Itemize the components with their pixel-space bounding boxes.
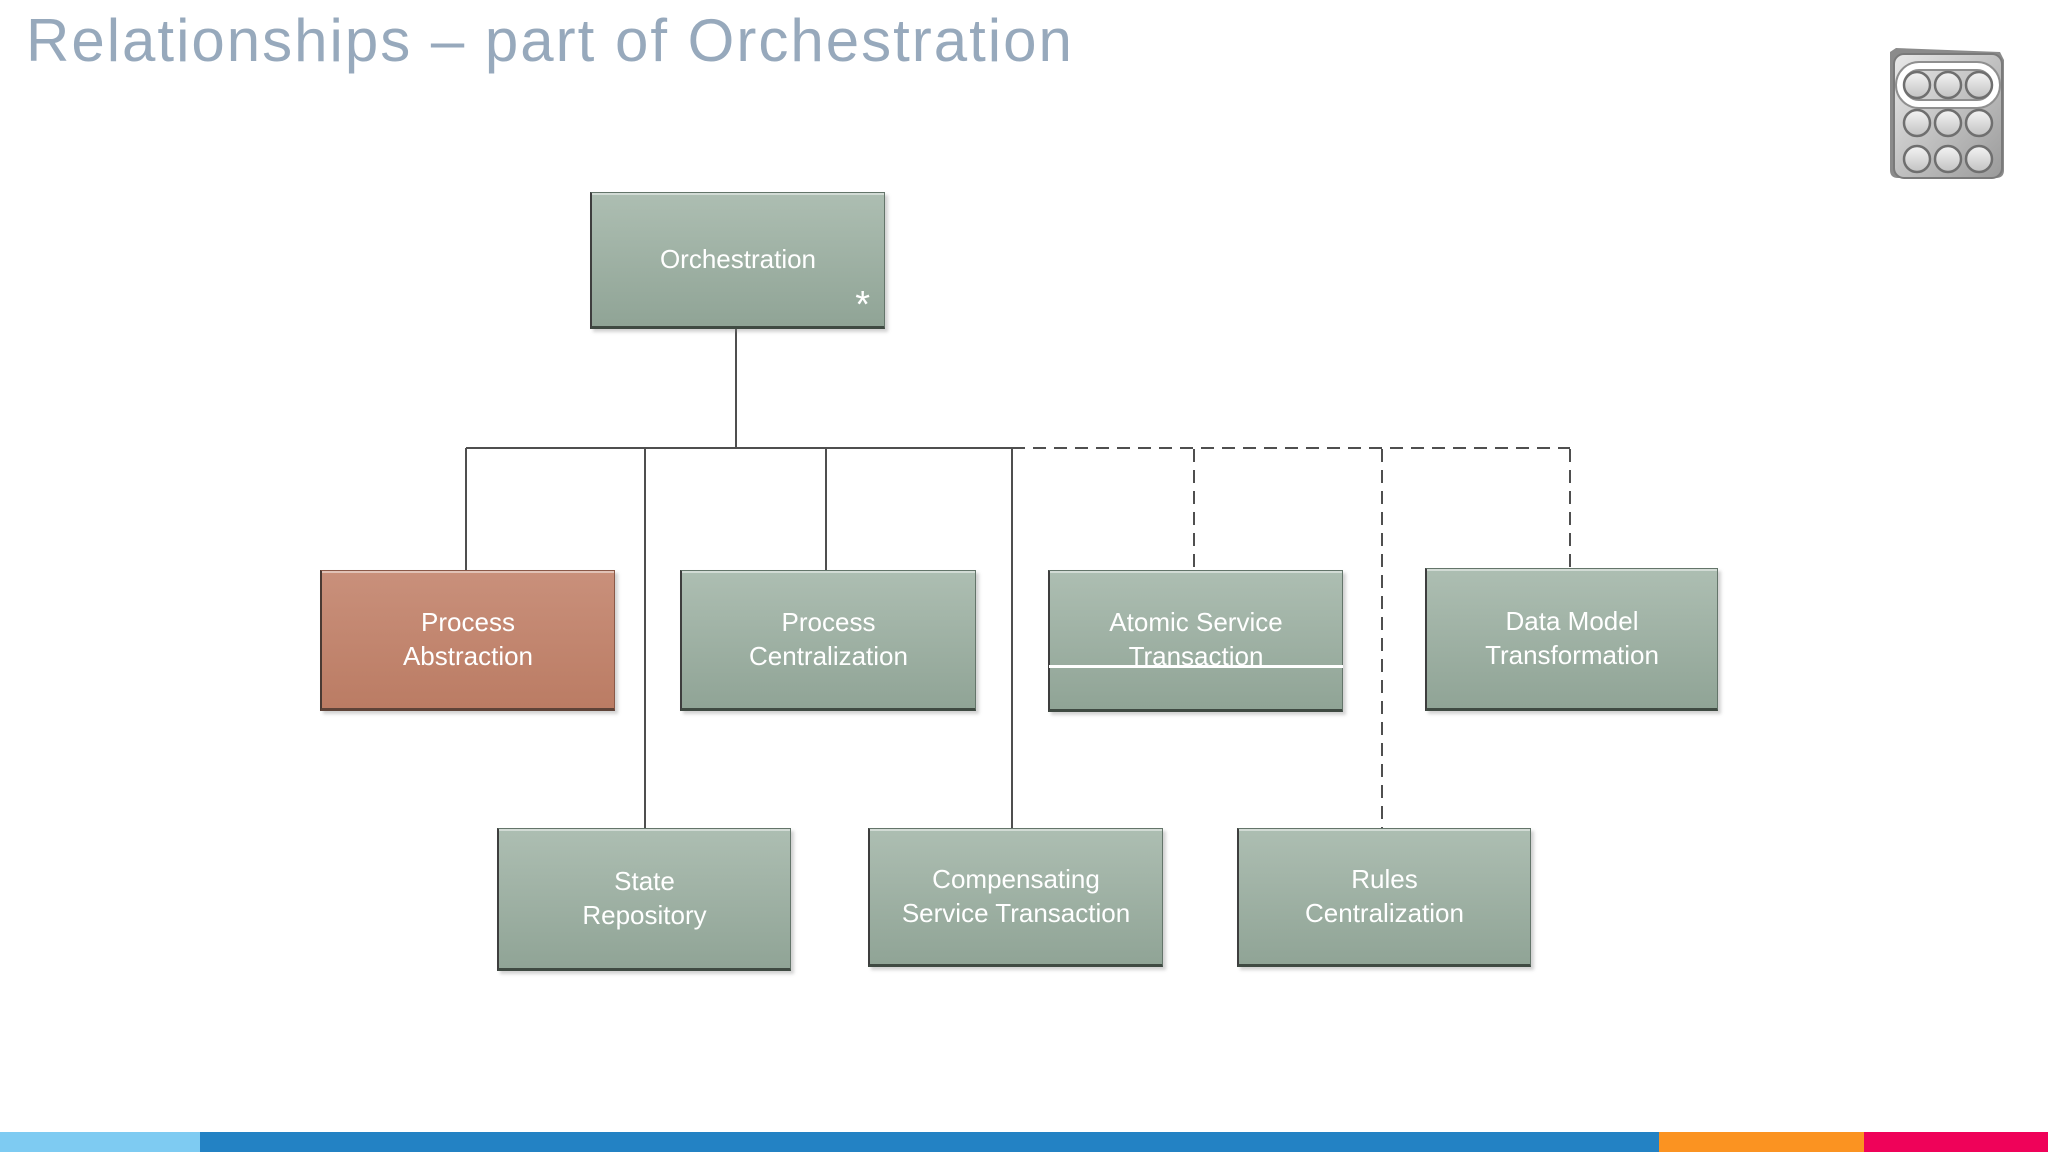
node-label-line: Repository — [582, 899, 707, 930]
node-label-line: Centralization — [749, 640, 908, 671]
node-label-line: Compensating — [932, 863, 1100, 894]
node-divider-line — [1049, 664, 1343, 668]
pattern-keypad-icon-svg — [1890, 48, 2004, 179]
node-label-line: Centralization — [1305, 897, 1464, 928]
footer-color-segment — [1864, 1132, 2048, 1152]
node-label-line: Transaction — [1128, 641, 1264, 671]
footer-color-bar — [0, 1132, 2048, 1152]
node-label-line: Rules — [1351, 863, 1418, 894]
footer-color-segment — [200, 1132, 1659, 1152]
node-label-line: Data Model — [1505, 605, 1639, 636]
node-label-line: Orchestration — [659, 243, 817, 274]
node-label-line: Abstraction — [402, 640, 534, 671]
node-label-line: Transformation — [1485, 639, 1659, 670]
footer-color-segment — [0, 1132, 200, 1152]
node-label-line: State — [614, 865, 675, 896]
slide-title: Relationships – part of Orchestration — [26, 7, 1074, 74]
asterisk-badge: * — [855, 283, 870, 326]
footer-color-segment — [1659, 1132, 1864, 1152]
node-label-line: Process — [781, 606, 876, 637]
pattern-keypad-icon — [1882, 46, 2008, 182]
node-label-line: Process — [421, 606, 515, 637]
diagram-node-orchestration: Orchestration * — [590, 192, 885, 329]
node-label-line: Atomic Service — [1109, 607, 1283, 638]
node-label-line: Service Transaction — [901, 897, 1131, 928]
